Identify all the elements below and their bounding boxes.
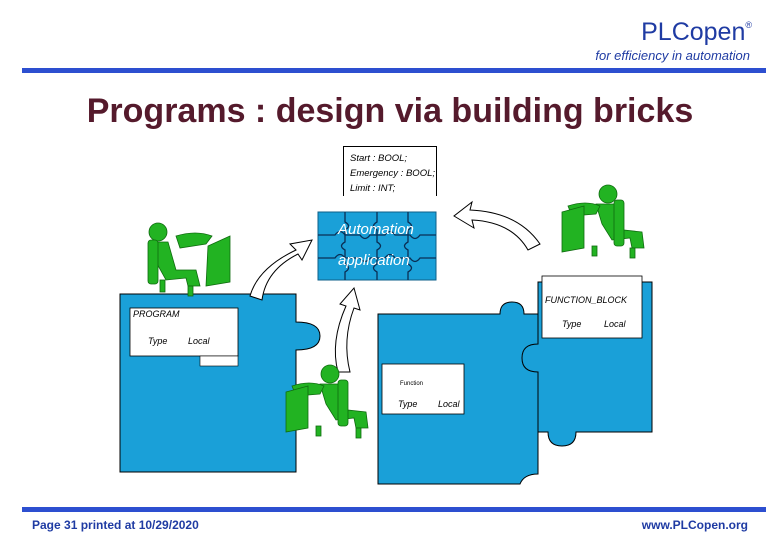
function-interface-box xyxy=(381,363,465,415)
person-bottom-icon xyxy=(285,364,369,439)
declaration-limit: Limit : INT; xyxy=(350,183,396,194)
automation-application-piece: Automation application xyxy=(317,211,437,281)
center-label-line2: application xyxy=(338,252,410,269)
registered-mark: ® xyxy=(745,20,752,30)
program-tab xyxy=(199,355,239,367)
program-label: PROGRAM xyxy=(133,309,180,319)
declaration-emergency: Emergency : BOOL; xyxy=(350,168,436,179)
declaration-start: Start : BOOL; xyxy=(350,153,408,164)
person-right-icon xyxy=(561,184,645,259)
program-local-label: Local xyxy=(188,336,211,346)
function-label: Function xyxy=(400,381,423,387)
function-local-label: Local xyxy=(438,399,461,409)
program-interface-box xyxy=(129,307,239,357)
footer-page-info: Page 31 printed at 10/29/2020 xyxy=(32,518,199,532)
brand-logo: PLCopen® xyxy=(641,18,752,47)
flow-arrow-to-program xyxy=(249,239,313,301)
program-type-label: Type xyxy=(148,336,167,346)
brand-name: PLCopen xyxy=(641,18,746,46)
flow-arrow-from-function-block xyxy=(453,200,541,251)
function-block-label: FUNCTION_BLOCK xyxy=(545,295,628,305)
flow-arrow-to-function xyxy=(334,286,361,373)
footer-divider xyxy=(22,507,766,512)
center-label-line1: Automation xyxy=(337,221,414,238)
header-divider xyxy=(22,68,766,73)
function-type-label: Type xyxy=(398,399,417,409)
function-block-local-label: Local xyxy=(604,319,627,329)
person-left-icon xyxy=(147,222,231,297)
function-piece: Function Type Local xyxy=(377,301,539,485)
footer-url-link[interactable]: www.PLCopen.org xyxy=(641,518,748,532)
brand-tagline: for efficiency in automation xyxy=(595,48,750,63)
function-block-type-label: Type xyxy=(562,319,581,329)
page-title: Programs : design via building bricks xyxy=(86,92,694,130)
function-block-interface-box xyxy=(541,275,643,339)
declarations-box: Start : BOOL; Emergency : BOOL; Limit : … xyxy=(343,146,437,196)
program-piece: PROGRAM Type Local xyxy=(119,293,321,473)
function-block-piece: FUNCTION_BLOCK Type Local xyxy=(521,275,653,447)
